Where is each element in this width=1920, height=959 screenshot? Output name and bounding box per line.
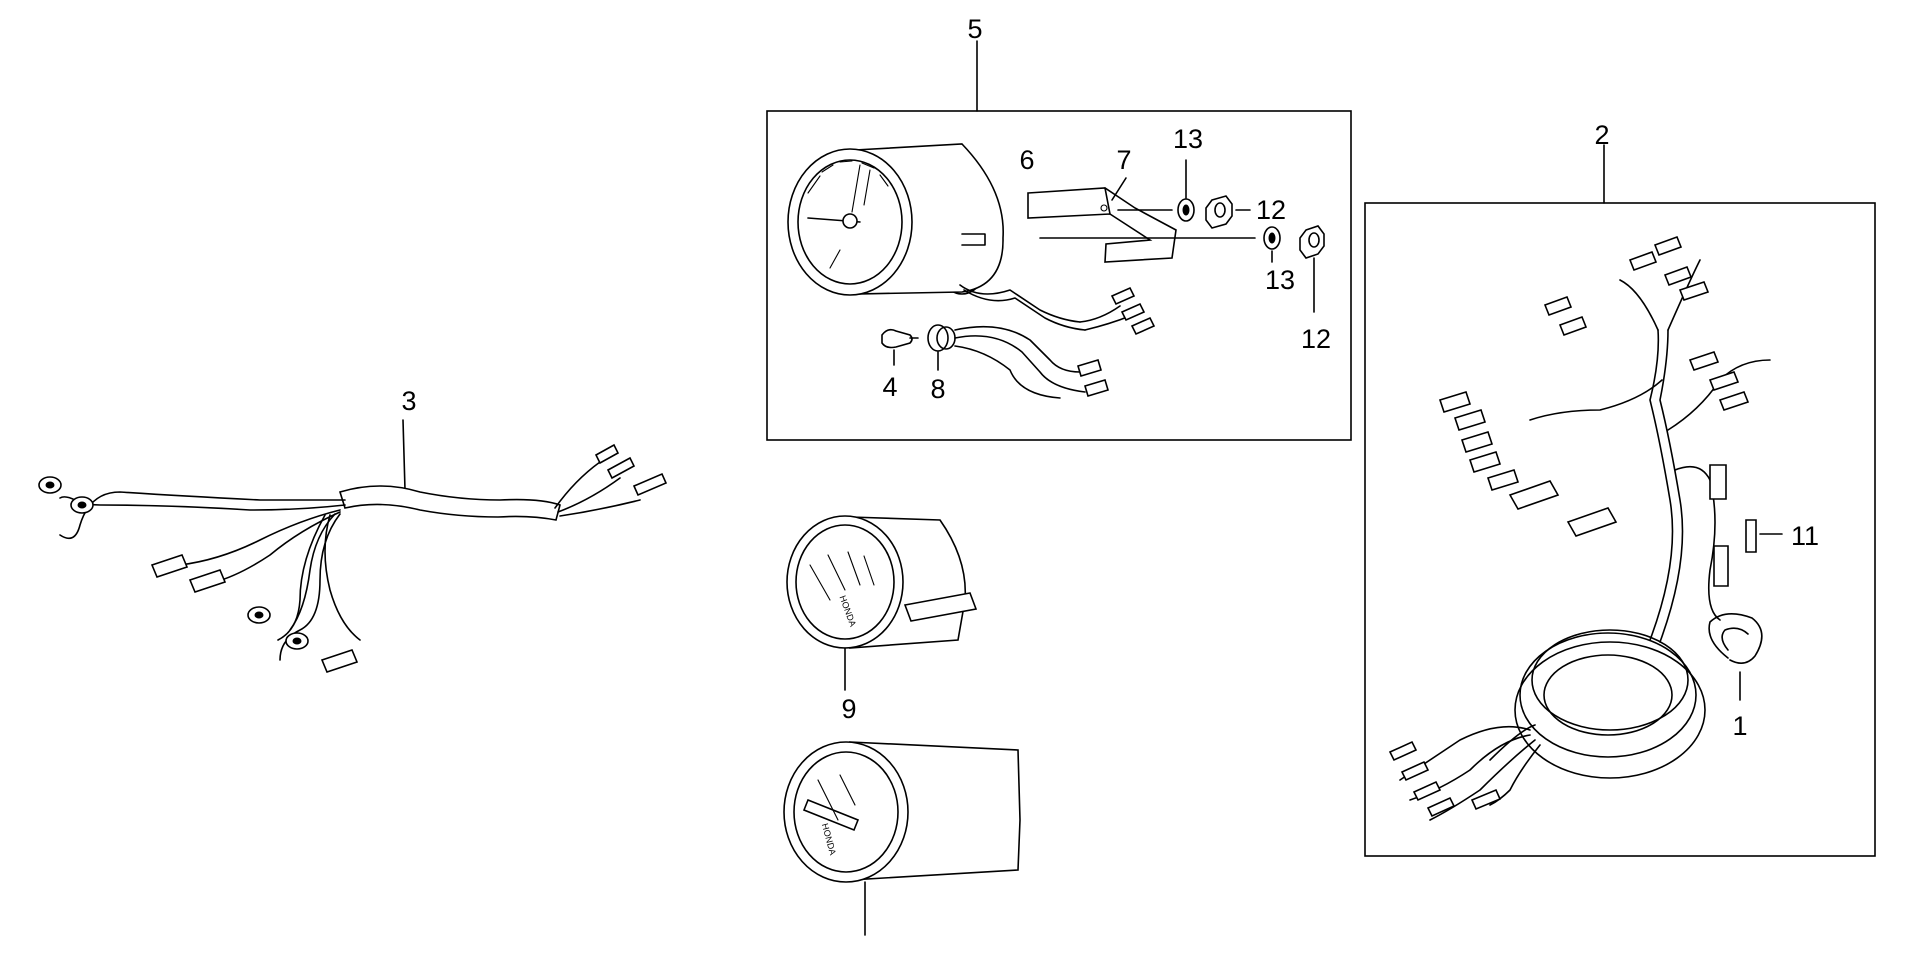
callout-labels: 5 6 7 13 12 13 12 4 8 3 9 2 11 1 xyxy=(401,14,1819,741)
part-9-gauge[interactable]: HONDA xyxy=(786,515,978,691)
main-harness-group-box xyxy=(1364,144,1876,857)
meter-assembly-group-box xyxy=(766,40,1352,441)
part-13-washer-lower[interactable] xyxy=(1263,226,1281,263)
lower-gauge[interactable]: HONDA xyxy=(783,741,1021,936)
callout-3: 3 xyxy=(401,386,416,416)
callout-7: 7 xyxy=(1116,145,1131,175)
callout-12-lower: 12 xyxy=(1301,324,1331,354)
part-12-nut-upper[interactable] xyxy=(1205,195,1251,229)
callout-6: 6 xyxy=(1019,145,1034,175)
callout-13-upper: 13 xyxy=(1173,124,1203,154)
part-6-tachometer[interactable] xyxy=(787,143,1156,336)
main-harness-connectors[interactable] xyxy=(1388,235,1750,818)
main-harness-coil[interactable] xyxy=(1399,259,1771,821)
callout-1: 1 xyxy=(1732,711,1747,741)
callout-4: 4 xyxy=(882,372,897,402)
callout-5: 5 xyxy=(967,14,982,44)
callout-12-upper: 12 xyxy=(1256,195,1286,225)
part-11-fuse[interactable] xyxy=(1745,519,1783,553)
part-13-washer-upper[interactable] xyxy=(1177,159,1195,222)
callout-13-lower: 13 xyxy=(1265,265,1295,295)
callout-11: 11 xyxy=(1791,521,1819,551)
callout-9: 9 xyxy=(841,694,856,724)
part-3-harness[interactable] xyxy=(38,419,668,673)
callout-8: 8 xyxy=(930,374,945,404)
part-8-socket[interactable] xyxy=(927,324,1109,399)
callout-2: 2 xyxy=(1594,120,1609,150)
part-4-bulb[interactable] xyxy=(881,328,919,366)
part-1-clip[interactable] xyxy=(1708,613,1763,701)
part-12-nut-lower[interactable] xyxy=(1299,225,1325,313)
part-7-bracket[interactable] xyxy=(1027,177,1256,263)
